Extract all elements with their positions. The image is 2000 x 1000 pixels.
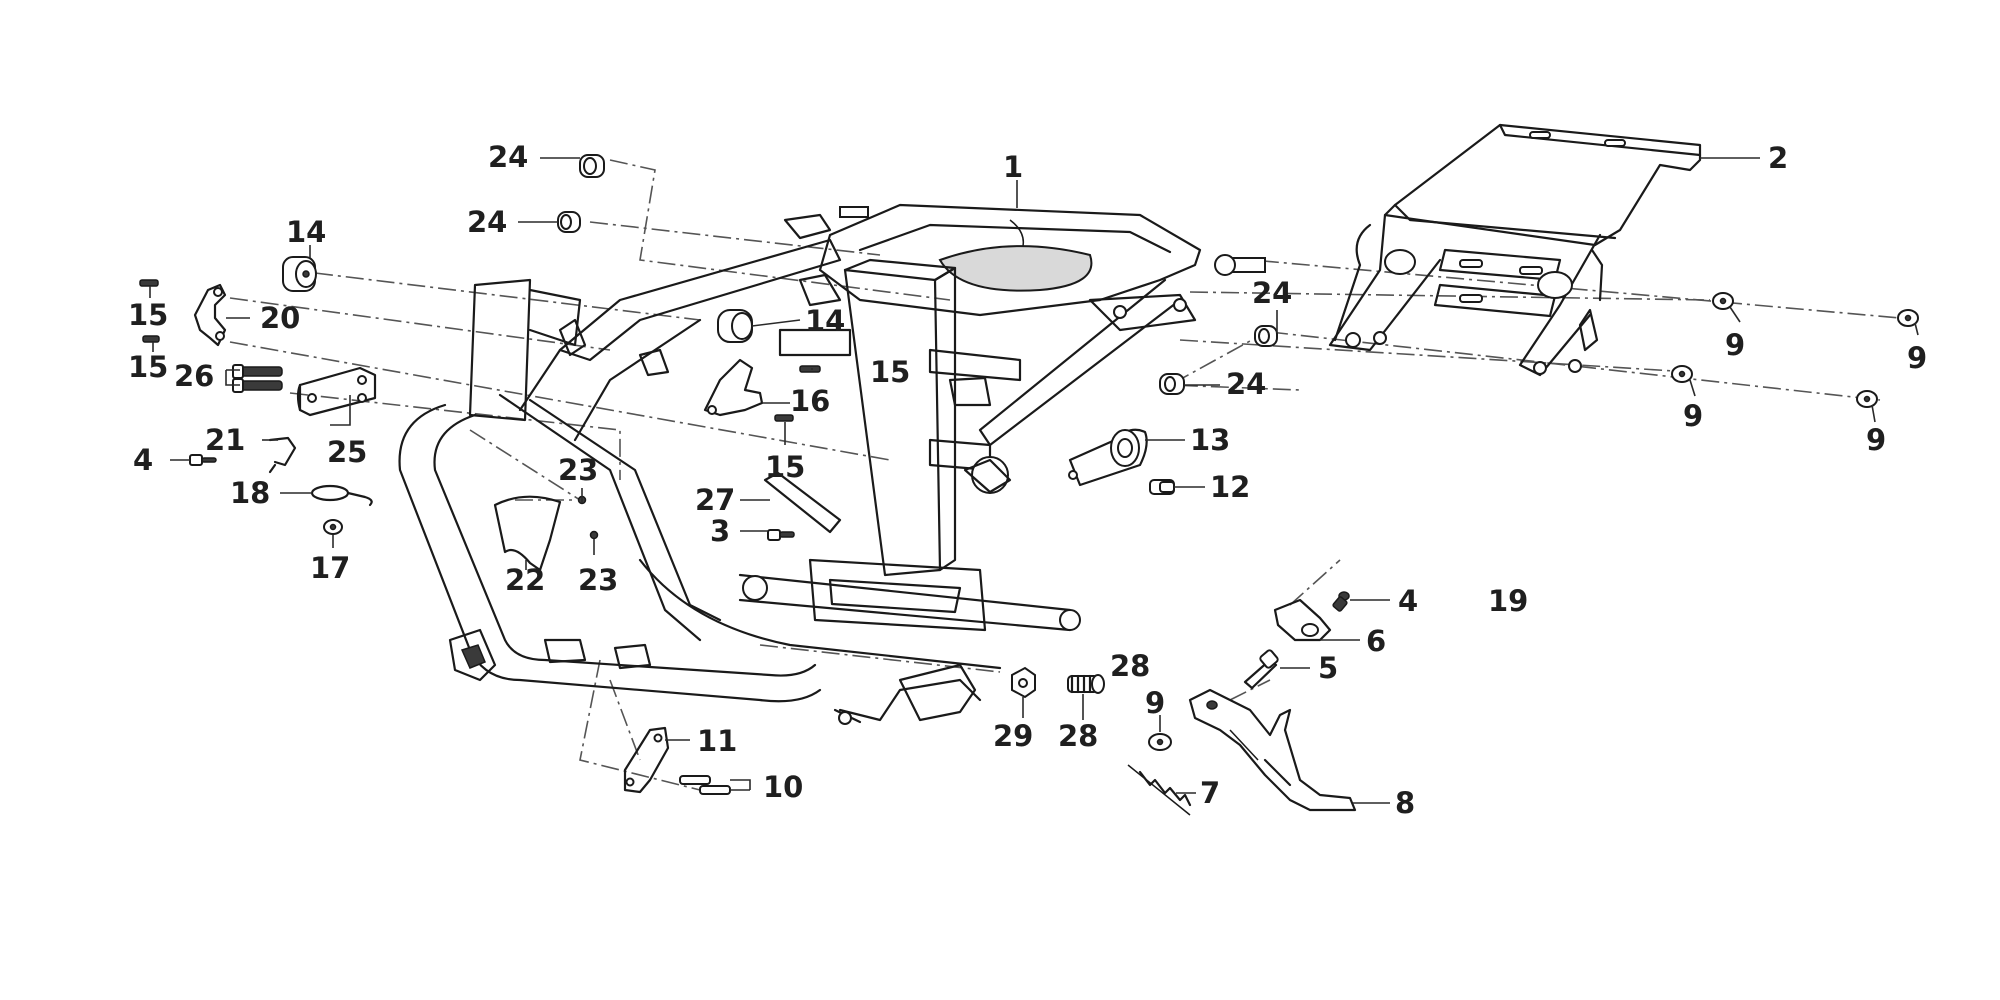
callout-24-right: 24 [1252,276,1292,310]
bushing-24-top [579,154,605,178]
screw-4-right [1332,591,1350,612]
rear-carrier-part-2 [1328,123,1702,377]
spring-part-28 [1067,674,1105,694]
screw-4-left [189,454,217,466]
ring-part-18 [310,484,373,507]
callout-24-upper: 24 [467,205,507,239]
callout-19: 19 [1488,584,1528,618]
bushing-24-right [1254,325,1278,347]
rubber-mount-14-center [717,309,753,343]
callout-28-lower: 28 [1058,719,1098,753]
bracket-plate-25 [296,366,377,417]
callout-16: 16 [790,384,830,418]
callout-9-d: 9 [1866,423,1886,457]
callout-13: 13 [1190,423,1230,457]
screw-15-c [799,365,821,373]
callout-24-lower: 24 [1226,367,1266,401]
callout-21: 21 [205,423,245,457]
callout-28-upper: 28 [1110,649,1150,683]
callout-9-e: 9 [1145,686,1165,720]
callout-23-a: 23 [558,453,598,487]
callout-4-left: 4 [133,443,153,477]
callout-14-left: 14 [286,215,326,249]
callout-4-right: 4 [1398,584,1418,618]
nut-9-a [1712,292,1734,310]
pivot-part-13 [1068,428,1148,487]
callout-15-a: 15 [128,298,168,332]
spring-bolt-part-5 [1243,649,1279,690]
bracket-part-20 [193,283,227,347]
callout-15-c: 15 [870,355,910,389]
callout-24-top: 24 [488,140,528,174]
nut-9-c [1671,365,1693,383]
callout-29: 29 [993,719,1033,753]
callout-22: 22 [505,563,545,597]
nut-9-d [1856,390,1878,408]
callout-14-center: 14 [805,304,845,338]
callout-6: 6 [1366,624,1386,658]
callout-9-b: 9 [1907,341,1927,375]
callout-12: 12 [1210,470,1250,504]
bracket-part-11 [623,726,670,794]
callout-10: 10 [763,770,803,804]
rubber-mount-14-left [282,256,317,292]
side-stand-part-8 [1188,688,1357,812]
pin-23-b [589,530,599,540]
callout-2: 2 [1768,141,1788,175]
cover-part-22 [493,495,562,572]
screws-part-10 [679,775,731,795]
nut-part-29 [1011,666,1036,699]
callout-1: 1 [1003,150,1023,184]
callout-9-a: 9 [1725,328,1745,362]
screw-15-a [139,279,159,287]
spring-part-7 [1127,764,1192,816]
callout-27: 27 [695,483,735,517]
callout-15-d: 15 [765,450,805,484]
callout-26: 26 [174,359,214,393]
callout-20: 20 [260,301,300,335]
callout-9-c: 9 [1683,399,1703,433]
callout-18: 18 [230,476,270,510]
screw-part-3 [767,529,795,541]
nut-9-b [1897,309,1919,327]
callout-8: 8 [1395,786,1415,820]
main-frame-part-1 [398,203,1266,725]
bracket-part-6 [1273,598,1332,642]
nut-part-17 [323,519,343,535]
callout-25: 25 [327,435,367,469]
bolt-26-pair [232,364,283,393]
callout-15-b: 15 [128,350,168,384]
screw-15-d [774,414,794,422]
bolt-part-12 [1149,479,1175,495]
screw-15-b [142,335,160,343]
clip-part-21 [268,436,297,474]
callout-11: 11 [697,724,737,758]
callout-7: 7 [1200,776,1220,810]
bushing-24-upper [557,211,581,233]
callout-labels: 1 2 24 24 14 14 24 24 9 9 9 9 15 20 15 2… [128,140,1927,820]
callout-5: 5 [1318,651,1338,685]
bushing-24-lower [1159,373,1185,395]
callout-3: 3 [710,514,730,548]
washer-9-e [1148,733,1172,751]
bar-part-27 [763,471,842,534]
leader-lines [149,157,1919,804]
bracket-part-16 [703,358,764,417]
callout-23-b: 23 [578,563,618,597]
callout-17: 17 [310,551,350,585]
